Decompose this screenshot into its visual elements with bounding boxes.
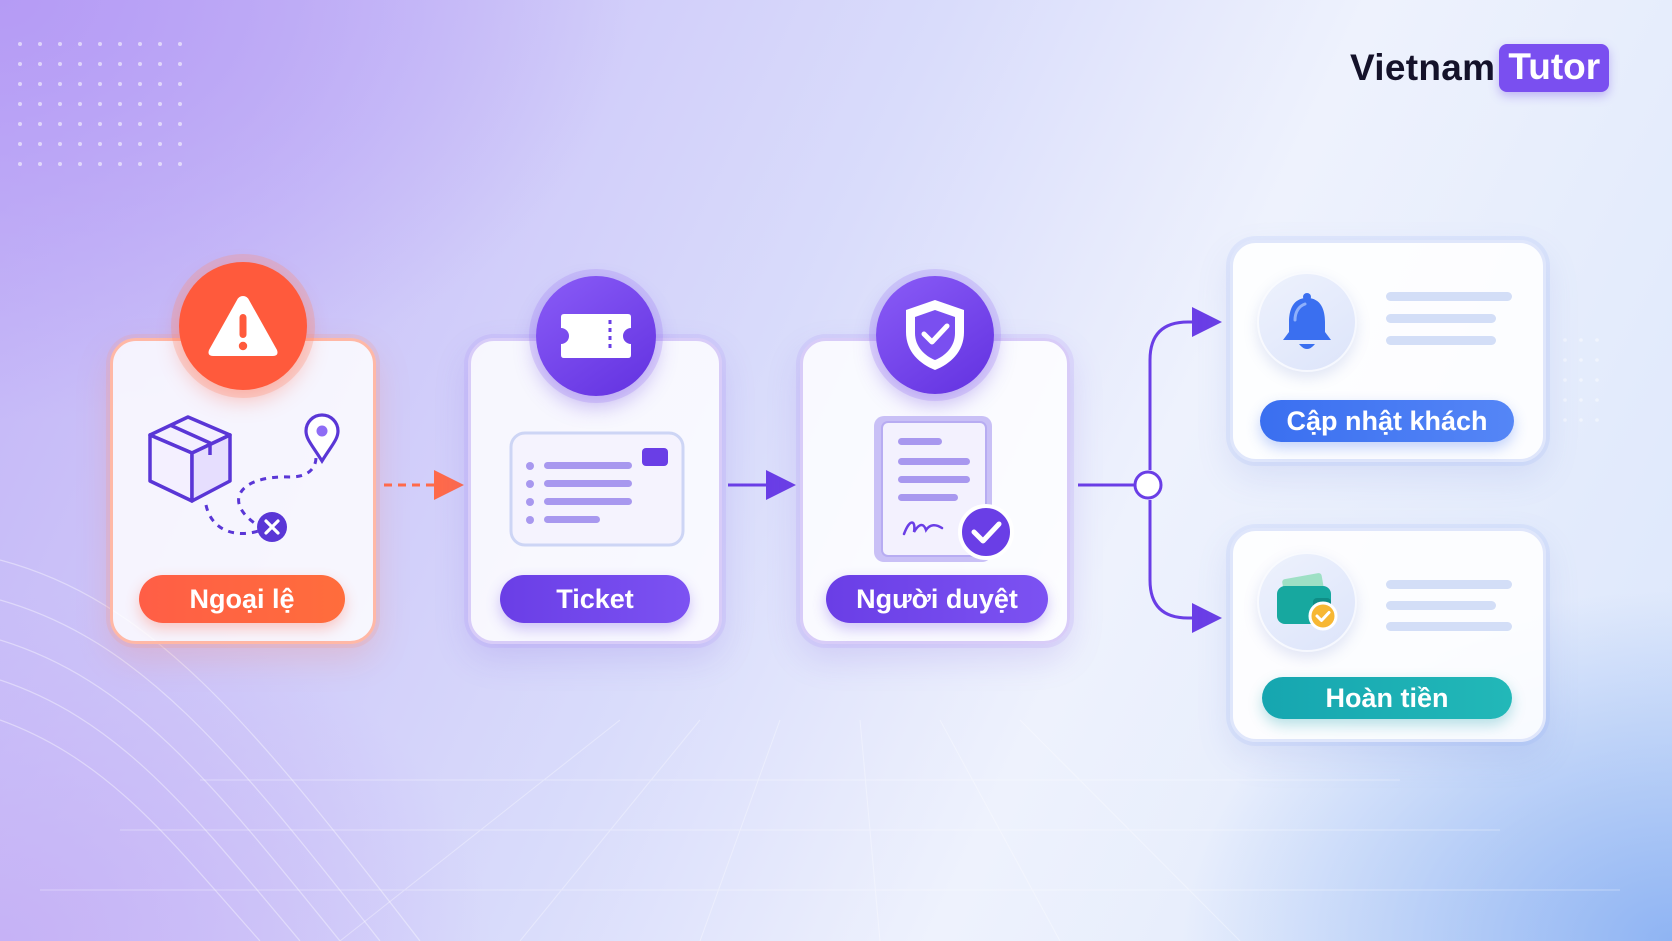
shield-check-icon bbox=[876, 276, 994, 394]
text-line-placeholder bbox=[1386, 622, 1512, 631]
step-label-approver: Người duyệt bbox=[826, 575, 1048, 623]
step-label-ticket: Ticket bbox=[500, 575, 690, 623]
step-label-exception: Ngoại lệ bbox=[139, 575, 345, 623]
outcome-label-update: Cập nhật khách bbox=[1260, 400, 1514, 442]
split-node bbox=[1133, 470, 1163, 500]
vietnam-tutor-logo: Vietnam Tutor bbox=[1350, 44, 1610, 92]
text-line-placeholder bbox=[1386, 292, 1512, 301]
text-line-placeholder bbox=[1386, 314, 1496, 323]
package-route-icon bbox=[148, 413, 340, 542]
text-line-placeholder bbox=[1386, 580, 1512, 589]
ticket-icon bbox=[536, 276, 656, 396]
logo-word: Vietnam bbox=[1350, 47, 1496, 88]
logo-badge: Tutor bbox=[1499, 44, 1610, 92]
signed-document-icon bbox=[874, 416, 1014, 562]
dot-grid-right bbox=[1563, 338, 1599, 422]
perspective-grid bbox=[40, 719, 1620, 941]
dot-grid-top-left bbox=[18, 42, 182, 166]
wallet-icon bbox=[1257, 552, 1357, 652]
outcome-label-refund: Hoàn tiền bbox=[1262, 677, 1512, 719]
arrow-split-to-refund bbox=[1148, 500, 1222, 633]
ticket-form-icon bbox=[509, 431, 685, 547]
wave-lines bbox=[0, 559, 421, 941]
text-line-placeholder bbox=[1386, 336, 1496, 345]
arrow-split-to-update bbox=[1148, 307, 1222, 470]
warning-icon bbox=[179, 262, 307, 390]
bell-icon bbox=[1257, 272, 1357, 372]
text-line-placeholder bbox=[1386, 601, 1496, 610]
